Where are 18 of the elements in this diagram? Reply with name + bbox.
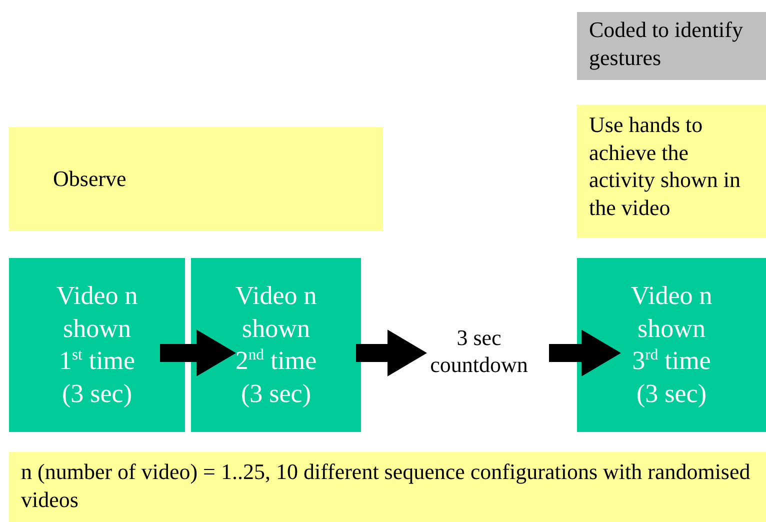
- process-box: [577, 258, 766, 432]
- note-box: [577, 105, 766, 238]
- note-box: [577, 12, 766, 80]
- box-text: Coded to identify gestures: [589, 16, 744, 71]
- box-text: Video n shown 1$^{st}$ time (3 sec): [55, 280, 139, 410]
- box-text: Video n shown 2$^{nd}$ time (3 sec): [234, 280, 318, 410]
- box-text: 3 sec countdown: [429, 324, 529, 378]
- box-text: Video n shown 3$^{rd}$ time (3 sec): [630, 280, 714, 410]
- process-box: [9, 258, 185, 432]
- arrow: [549, 330, 621, 376]
- arrow: [160, 330, 236, 376]
- arrow: [356, 330, 427, 376]
- box-text: n (number of video) = 1..25, 10 different sequence configurations with randomised videos: [21, 458, 752, 513]
- note-box: [9, 127, 383, 231]
- process-box: [191, 258, 361, 432]
- box-text: Use hands to achieve the activity shown in the video: [589, 111, 742, 221]
- note-box: [9, 452, 766, 522]
- box-text: Observe: [53, 165, 126, 193]
